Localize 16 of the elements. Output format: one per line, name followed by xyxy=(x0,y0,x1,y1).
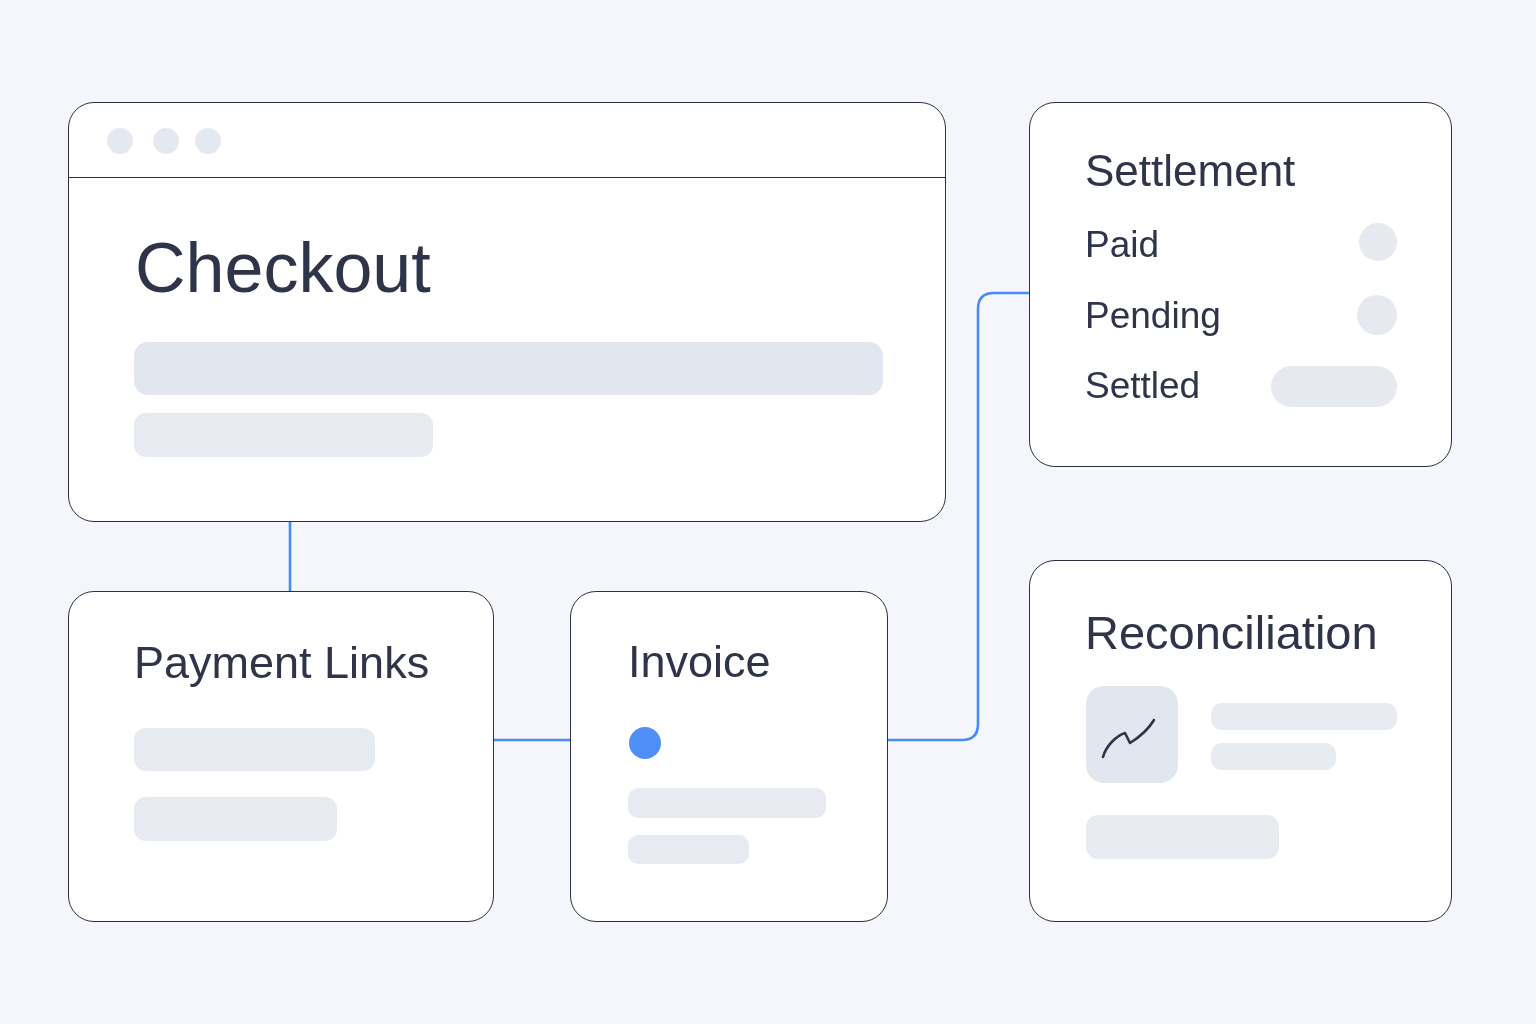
card-title: Checkout xyxy=(135,233,431,303)
status-label: Pending xyxy=(1085,297,1221,334)
connector-line xyxy=(494,738,570,742)
status-label: Paid xyxy=(1085,226,1160,263)
status-label: Settled xyxy=(1085,367,1201,404)
card-title: Settlement xyxy=(1085,149,1296,193)
card-title: Payment Links xyxy=(134,640,430,685)
panel-card xyxy=(570,591,888,922)
card-title: Invoice xyxy=(628,639,771,684)
panel-card xyxy=(68,591,494,922)
connector-line xyxy=(288,522,292,591)
card-title: Reconciliation xyxy=(1085,609,1378,656)
browser-window-card xyxy=(68,102,946,522)
panel-card xyxy=(1029,560,1452,922)
connector-line xyxy=(888,291,1029,742)
panel-card xyxy=(1029,102,1452,467)
